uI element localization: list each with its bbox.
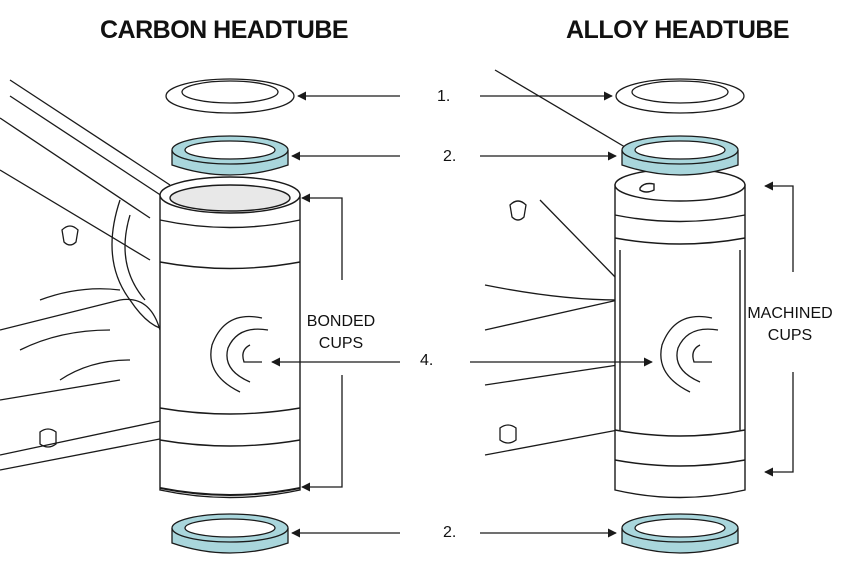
callout-2-top: 2. (443, 148, 457, 165)
bonded-bracket-bottom (301, 375, 343, 492)
callout-1: 1. (437, 88, 451, 105)
top-cover-left (165, 78, 295, 114)
alloy-frame (484, 69, 631, 456)
callout-2-bottom: 2. (443, 524, 457, 541)
cannondale-logo-right (660, 315, 719, 393)
carbon-headtube (159, 176, 301, 499)
cannondale-logo-left (210, 315, 269, 393)
machined-cups-label: MACHINED CUPS (740, 303, 840, 347)
bearing-top-right (621, 135, 739, 176)
bonded-bracket-top (301, 193, 343, 280)
bearing-top-left (171, 135, 289, 176)
machined-bracket-bottom (764, 372, 794, 477)
alloy-headtube (614, 168, 746, 499)
bonded-label-line2: CUPS (318, 335, 364, 352)
callout-4: 4. (420, 352, 434, 369)
machined-label-line1: MACHINED (747, 305, 833, 322)
bonded-label-line1: BONDED (306, 313, 376, 330)
bonded-cups-label: BONDED CUPS (300, 311, 382, 355)
bearing-bottom-left (171, 513, 289, 554)
carbon-frame (0, 79, 171, 471)
alloy-headtube-title: ALLOY HEADTUBE (566, 16, 790, 44)
carbon-headtube-title: CARBON HEADTUBE (100, 16, 349, 44)
machined-label-line2: CUPS (767, 327, 813, 344)
bearing-bottom-right (621, 513, 739, 554)
machined-bracket-top (764, 181, 794, 272)
callout-arrows (271, 91, 794, 538)
top-cover-right (615, 78, 745, 114)
